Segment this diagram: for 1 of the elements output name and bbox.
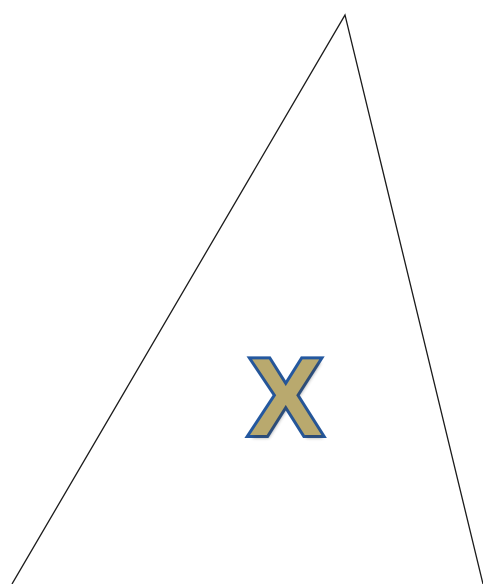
triangle-label: X (249, 343, 322, 453)
